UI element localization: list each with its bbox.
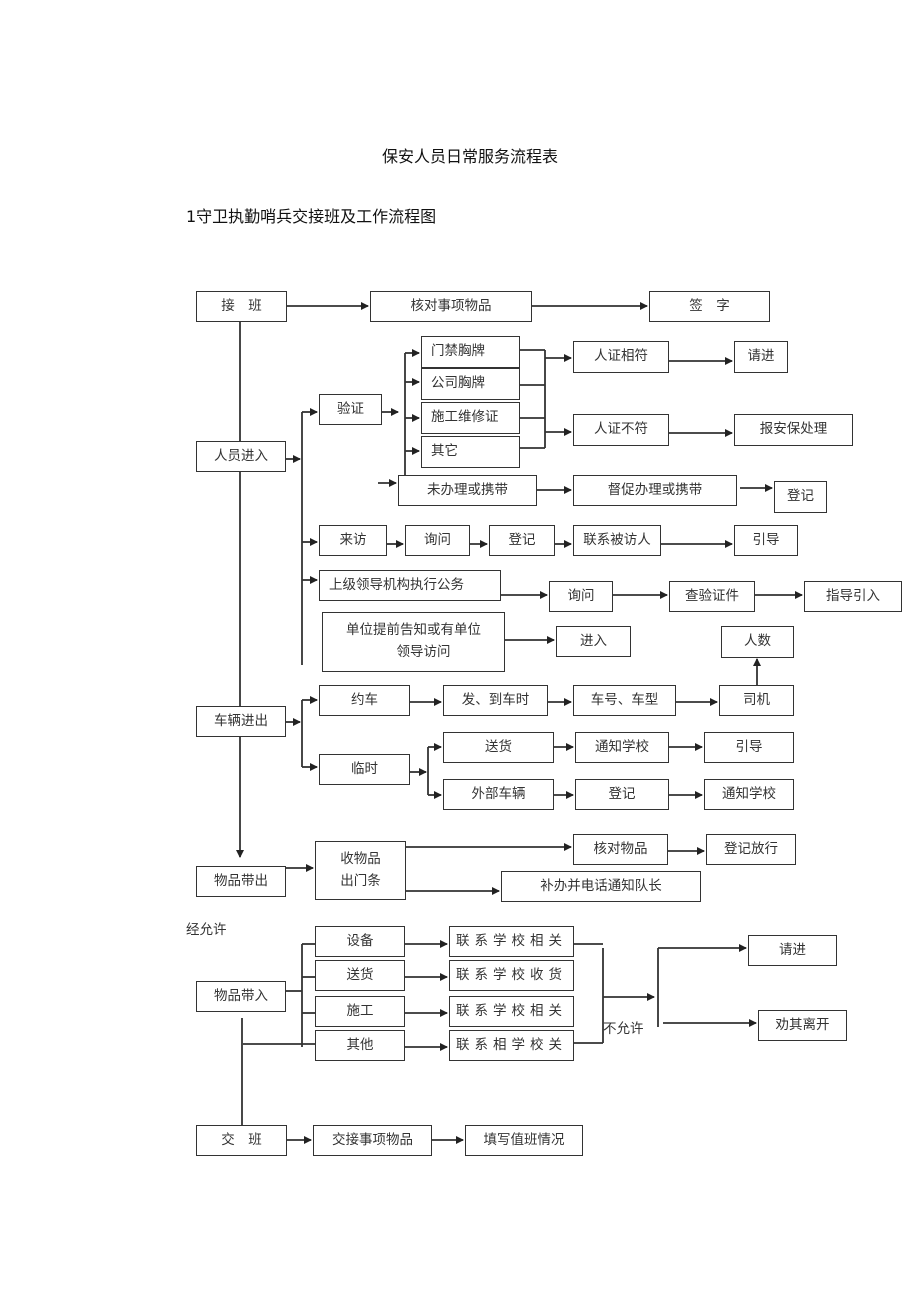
headcount-box: 人数: [721, 626, 794, 658]
type-construction-box: 施工: [315, 996, 405, 1027]
exit-slip-line2: 出门条: [340, 872, 381, 889]
exit-slip-line1: 收物品: [340, 850, 381, 867]
verify-goods-box: 核对物品: [573, 834, 668, 865]
duty-log-box: 填写值班情况: [465, 1125, 583, 1156]
visit-guide-box: 引导: [734, 525, 798, 556]
vehicle-box: 车辆进出: [196, 706, 286, 737]
notified-visit-line2: 领导访问: [396, 644, 451, 660]
type-delivery-box: 送货: [315, 960, 405, 991]
check-items-box: 核对事项物品: [370, 291, 532, 322]
check-documents-box: 查验证件: [669, 581, 755, 612]
not-done-box: 未办理或携带: [398, 475, 537, 506]
handover-items-box: 交接事项物品: [313, 1125, 432, 1156]
badge-box-other: 其它: [421, 436, 520, 468]
goods-out-box: 物品带出: [196, 866, 286, 897]
contact-school-related-1: 联系学校相关: [449, 926, 574, 957]
notified-visit-line1: 单位提前告知或有单位: [346, 622, 481, 639]
contact-host-box: 联系被访人: [573, 525, 661, 556]
delivery-guide-box: 引导: [704, 732, 794, 763]
badge-box-access: 门禁胸牌: [421, 336, 520, 368]
external-notify-school-box: 通知学校: [704, 779, 794, 810]
shift-start-box: 接 班: [196, 291, 287, 322]
delivery-box: 送货: [443, 732, 554, 763]
guide-in-box: 指导引入: [804, 581, 902, 612]
please-enter-box: 请进: [734, 341, 788, 373]
report-security-box: 报安保处理: [734, 414, 853, 446]
badge-box-construction: 施工维修证: [421, 402, 520, 434]
sign-box: 签 字: [649, 291, 770, 322]
enter-box: 进入: [556, 626, 631, 657]
supplement-notify-box: 补办并电话通知队长: [501, 871, 701, 902]
visit-inquire-box: 询问: [405, 525, 470, 556]
external-register-box: 登记: [575, 779, 669, 810]
departure-arrival-box: 发、到车时: [443, 685, 548, 716]
verify-box: 验证: [319, 394, 382, 425]
contact-school-related-3: 联系相学校关: [449, 1030, 574, 1061]
exit-slip-box: 收物品 出门条: [315, 841, 406, 900]
visit-box: 来访: [319, 525, 387, 556]
type-other-box: 其他: [315, 1030, 405, 1061]
external-vehicle-box: 外部车辆: [443, 779, 554, 810]
document-title: 保安人员日常服务流程表: [381, 147, 558, 166]
plate-model-box: 车号、车型: [573, 685, 676, 716]
type-equipment-box: 设备: [315, 926, 405, 957]
temporary-box: 临时: [319, 754, 410, 785]
goods-in-enter-box: 请进: [748, 935, 837, 966]
register-release-box: 登记放行: [706, 834, 796, 865]
personnel-entry-box: 人员进入: [196, 441, 286, 472]
section-title: 1守卫执勤哨兵交接班及工作流程图: [186, 207, 437, 226]
goods-in-box: 物品带入: [196, 981, 286, 1012]
id-match-box: 人证相符: [573, 341, 669, 373]
official-inquire-box: 询问: [549, 581, 613, 612]
contact-school-related-2: 联系学校相关: [449, 996, 574, 1027]
badge-box-company: 公司胸牌: [421, 368, 520, 400]
contact-school-receive: 联系学校收货: [449, 960, 574, 991]
notified-visit-box: 单位提前告知或有单位 领导访问: [322, 612, 505, 672]
booked-car-box: 约车: [319, 685, 410, 716]
official-business-box: 上级领导机构执行公务: [319, 570, 501, 601]
visit-register-box: 登记: [489, 525, 555, 556]
driver-box: 司机: [719, 685, 794, 716]
handover-box: 交 班: [196, 1125, 287, 1156]
ask-leave-box: 劝其离开: [758, 1010, 847, 1041]
not-permitted-label: 不允许: [603, 1021, 644, 1037]
urge-box: 督促办理或携带: [573, 475, 737, 506]
id-mismatch-box: 人证不符: [573, 414, 669, 446]
register-box: 登记: [774, 481, 827, 513]
permitted-label: 经允许: [186, 922, 227, 938]
notify-school-box: 通知学校: [575, 732, 669, 763]
